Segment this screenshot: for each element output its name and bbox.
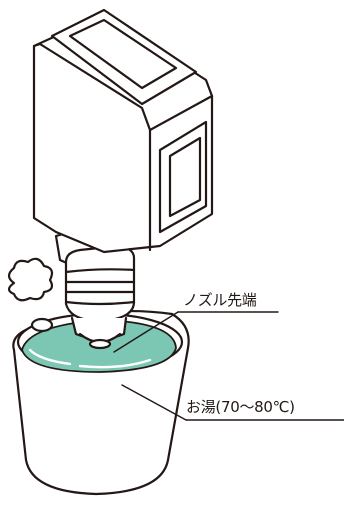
nozzle-tip-leader	[113, 311, 179, 353]
hot-water-leader	[121, 384, 187, 421]
device-body	[32, 8, 214, 254]
nozzle-tip-label: ノズル先端	[183, 291, 257, 309]
leader-lines	[113, 311, 344, 421]
hot-water-label: お湯(70〜80℃)	[186, 398, 295, 416]
steam-icon	[7, 257, 54, 333]
